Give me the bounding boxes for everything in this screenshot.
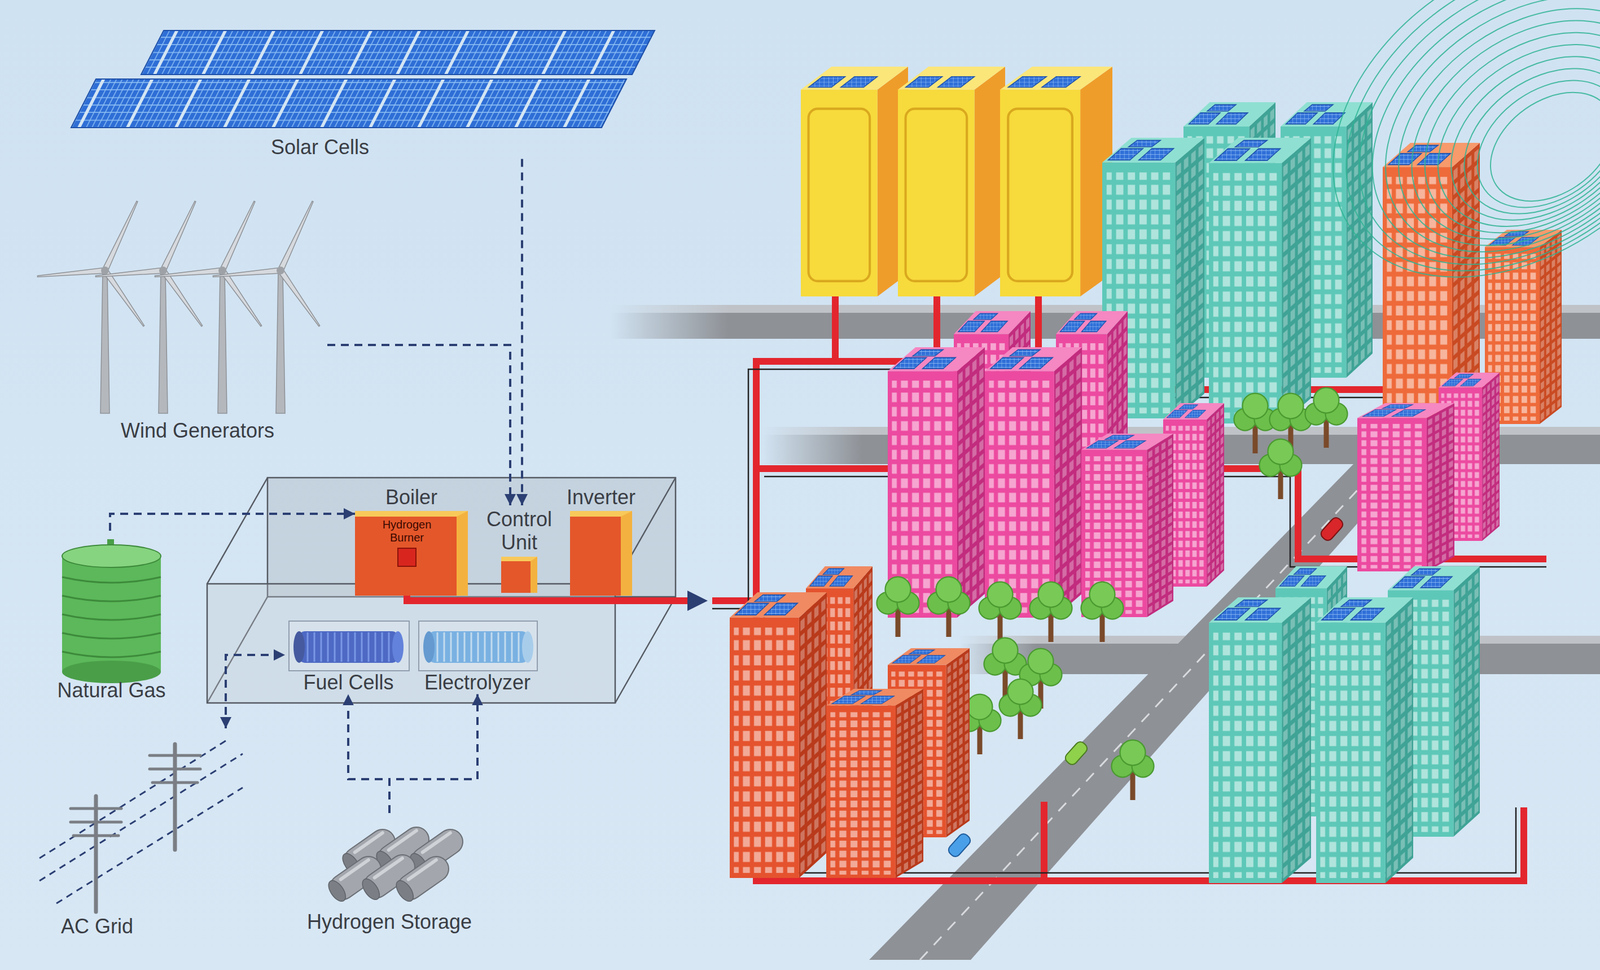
boiler-box: BoilerHydrogen Burner (354, 485, 468, 596)
turbine (154, 200, 264, 414)
node-label: Hydrogen Burner (375, 518, 439, 545)
wind-turbines (37, 200, 322, 414)
decorative-swirl (1314, 0, 1600, 305)
housing-edge (207, 477, 268, 584)
turbine (37, 200, 147, 414)
pole (70, 743, 201, 912)
fuel-cell-stack: Fuel Cells (285, 620, 412, 694)
node-label: Fuel Cells (285, 670, 412, 694)
ac-grid: AC Grid (33, 728, 249, 938)
node-label: Inverter (564, 485, 638, 509)
gas-tank (62, 538, 161, 683)
wind-generators: Wind Generators (67, 191, 328, 442)
solar-array: Solar Cells (62, 22, 666, 159)
node-label: Boiler (354, 485, 468, 509)
grid-wires (39, 740, 243, 903)
node-label: Solar Cells (270, 135, 666, 159)
red-building (826, 688, 924, 878)
gas-tank: Natural Gas (50, 530, 173, 702)
teal-building (1208, 137, 1312, 424)
red-building (729, 592, 827, 878)
panel-row (71, 79, 627, 128)
housing-edge (615, 596, 676, 703)
flow-connector (389, 693, 478, 813)
node-label: Natural Gas (50, 678, 173, 702)
flow-connector (327, 344, 511, 506)
node-label: Hydrogen Storage (299, 909, 480, 933)
turbine (95, 200, 205, 414)
tank (392, 851, 454, 905)
tank-body (62, 555, 161, 672)
pink-building (1357, 402, 1455, 572)
inverter-body (570, 510, 633, 596)
inverter-box: Inverter (564, 485, 638, 596)
tank-top (62, 544, 161, 568)
panel-row (141, 30, 655, 75)
flow-connector (225, 654, 286, 729)
flow-connector (520, 158, 524, 506)
hydrogen-storage: Hydrogen Storage (299, 812, 480, 933)
node-label: Control Unit (476, 507, 562, 555)
power-poles (39, 740, 243, 912)
housing-back (207, 477, 676, 703)
node-label: Electrolyzer (414, 670, 541, 694)
burner-box: Hydrogen Burner (375, 518, 439, 567)
city (729, 66, 1562, 883)
control-unit: Control Unit (476, 505, 562, 593)
turbine (212, 200, 322, 414)
teal-building (1316, 597, 1414, 883)
tank-bands (62, 576, 161, 657)
yellow-building (800, 66, 909, 297)
teal-building (1208, 597, 1312, 883)
control-unit-body (501, 556, 538, 593)
pink-building (984, 347, 1082, 618)
flow-connector (110, 513, 355, 531)
flow-connector (348, 693, 390, 813)
yellow-building (1000, 66, 1113, 297)
housing-face (267, 477, 676, 597)
solar-panels (71, 30, 655, 128)
electrolyzer: Electrolyzer (414, 620, 541, 694)
node-label: AC Grid (60, 914, 249, 938)
burner-symbol (397, 547, 417, 567)
yellow-building (897, 66, 1006, 297)
node-label: Wind Generators (67, 418, 328, 442)
hydrogen-tanks (325, 821, 468, 905)
